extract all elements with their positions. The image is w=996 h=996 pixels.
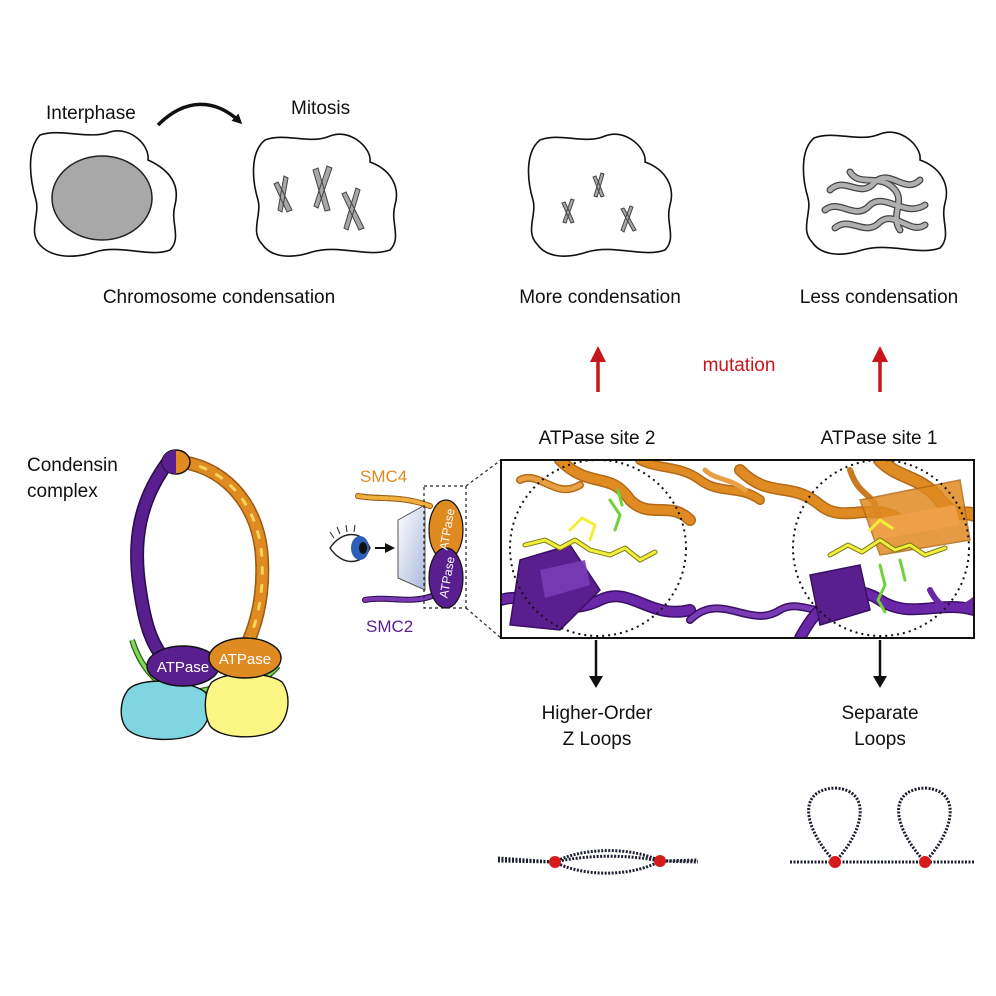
label-less-condensation: Less condensation — [799, 287, 959, 308]
label-more-condensation: More condensation — [519, 287, 681, 308]
label-condensin: Condensin — [27, 455, 118, 476]
label-separate: Separate — [841, 703, 919, 724]
atpase-structure-panel — [500, 459, 975, 639]
mutation-arrow-right — [872, 346, 888, 392]
view-plane — [397, 504, 426, 591]
smc4-atpase-head — [208, 637, 282, 679]
cell-mitosis — [252, 133, 398, 257]
label-smc2: SMC2 — [366, 617, 414, 636]
anchor-loop-1 — [829, 856, 841, 868]
eye-icon — [329, 524, 371, 563]
label-atpase-site-1: ATPase site 1 — [820, 428, 938, 449]
label-smc4: SMC4 — [360, 467, 408, 486]
cell-interphase — [29, 130, 177, 258]
label-mutation: mutation — [702, 355, 776, 376]
label-higher-order: Higher-Order — [541, 703, 653, 724]
label-chromosome-condensation: Chromosome condensation — [102, 287, 336, 308]
separate-loops-schematic — [790, 786, 975, 868]
label-mitosis: Mitosis — [291, 98, 351, 119]
nucleus — [51, 155, 153, 241]
anchor-loop-2 — [919, 856, 931, 868]
condensin-complex: ATPase ATPase — [120, 449, 289, 741]
mutation-arrow-left — [590, 346, 606, 392]
anchor-right — [654, 855, 666, 867]
site-1-circle — [792, 459, 970, 637]
atpase-label-smc2: ATPase — [157, 659, 209, 676]
mini-smc2-head — [428, 547, 464, 609]
label-loops: Loops — [854, 729, 906, 750]
transition-arrow — [156, 102, 243, 127]
zoom-source-box — [423, 485, 467, 609]
anchor-left — [549, 856, 561, 868]
cell-more-condensation — [527, 133, 673, 257]
atpase-label-smc4: ATPase — [219, 651, 271, 668]
cell-less-condensation — [802, 131, 948, 255]
label-interphase: Interphase — [46, 103, 136, 124]
z-loops-schematic — [497, 849, 699, 875]
label-z-loops: Z Loops — [562, 729, 632, 750]
site-2-circle — [509, 459, 687, 637]
label-complex: complex — [27, 481, 98, 502]
label-atpase-site-2: ATPase site 2 — [538, 428, 656, 449]
